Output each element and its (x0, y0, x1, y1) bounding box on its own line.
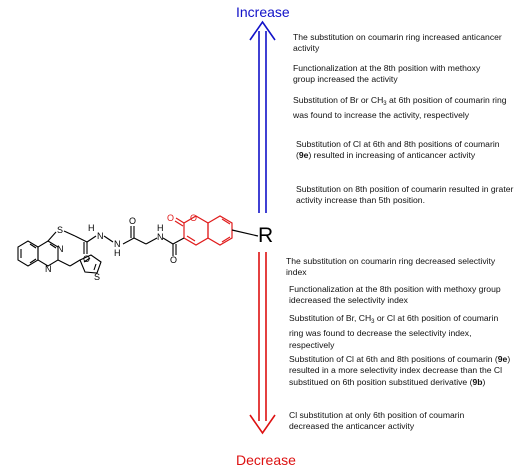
increase-note-3-text-b: at 6th position of coumarin ring was fou… (293, 95, 507, 121)
decrease-note-4-text-b: ) resulted in a more selectivity index d… (289, 354, 511, 387)
increase-note-2-text: Functionalization at the 8th position wi… (293, 63, 481, 85)
atom-o-acetyl: O (83, 254, 91, 264)
increase-note-1-text: The substitution on coumarin ring increa… (293, 32, 502, 54)
decrease-note-3-text-a: Substitution of Br, CH (289, 313, 372, 323)
increase-note-2: Functionalization at the 8th position wi… (293, 63, 503, 86)
linker-chain (47, 226, 185, 256)
atom-o-coumarin-carbonyl: O (167, 213, 175, 223)
increase-note-4-text-a: Substitution of Cl at 6th and 8th positi… (296, 139, 500, 161)
decrease-arrow (249, 252, 276, 435)
decrease-note-4-compound-b: 9b (472, 376, 483, 387)
decrease-label: Decrease (236, 452, 296, 468)
decrease-note-2-text: Functionalization at the 8th position wi… (289, 284, 501, 306)
atom-o-lactone: O (190, 213, 198, 223)
increase-note-3-subscript: 3 (383, 101, 387, 107)
r-group-bond (231, 229, 259, 237)
increase-note-4-compound: 9e (298, 150, 309, 161)
decrease-note-1-text: The substitution on coumarin ring decrea… (286, 256, 496, 278)
increase-note-5-text: Substitution on 8th position of coumarin… (296, 184, 514, 206)
decrease-note-5: Cl substitution at only 6th position of … (289, 410, 504, 433)
increase-note-5: Substitution on 8th position of coumarin… (296, 184, 530, 207)
increase-note-3: Substitution of Br or CH3 at 6th positio… (293, 95, 513, 122)
decrease-note-4-text-a: Substitution of Cl at 6th and 8th positi… (289, 354, 498, 364)
atom-s-thiophene: S (94, 272, 101, 282)
increase-note-4-text-b: ) resulted in increasing of anticancer a… (308, 150, 476, 161)
increase-note-3-text-a: Substitution of Br or CH (293, 95, 384, 105)
decrease-note-4-text-c: ) (482, 376, 486, 387)
quinazoline-ring (17, 240, 81, 267)
increase-note-4: Substitution of Cl at 6th and 8th positi… (296, 139, 511, 162)
atom-o-gly: O (129, 216, 137, 226)
atom-s-thioether: S (57, 225, 64, 235)
decrease-note-4: Substitution of Cl at 6th and 8th positi… (289, 354, 514, 388)
decrease-note-1: The substitution on coumarin ring decrea… (286, 256, 506, 279)
atom-h-hydrazide-2: H (88, 223, 95, 233)
decrease-note-3: Substitution of Br, CH3 or Cl at 6th pos… (289, 313, 514, 351)
coumarin-ring (174, 215, 233, 246)
decrease-note-3-text-b: or Cl at 6th position of coumarin ring w… (289, 313, 499, 350)
decrease-note-3-subscript: 3 (371, 319, 375, 325)
atom-n-quin-1: N (45, 264, 52, 274)
atom-h-amide: H (157, 223, 164, 233)
atom-n-hydrazide-1: N (114, 239, 121, 249)
increase-note-1: The substitution on coumarin ring increa… (293, 32, 529, 55)
decrease-note-2: Functionalization at the 8th position wi… (289, 284, 511, 307)
r-group-label: R (258, 224, 274, 247)
atom-o-amide: O (170, 255, 178, 265)
increase-arrow (249, 20, 276, 213)
increase-label: Increase (236, 4, 290, 20)
decrease-note-4-compound-a: 9e (497, 354, 508, 364)
thiophene-ring (79, 254, 102, 274)
decrease-note-5-text: Cl substitution at only 6th position of … (289, 410, 465, 432)
atom-h-hydrazide-1: H (114, 248, 121, 258)
atom-n-quin-3: N (57, 244, 64, 254)
atom-n-amide: N (157, 232, 164, 242)
atom-n-hydrazide-2: N (97, 231, 104, 241)
